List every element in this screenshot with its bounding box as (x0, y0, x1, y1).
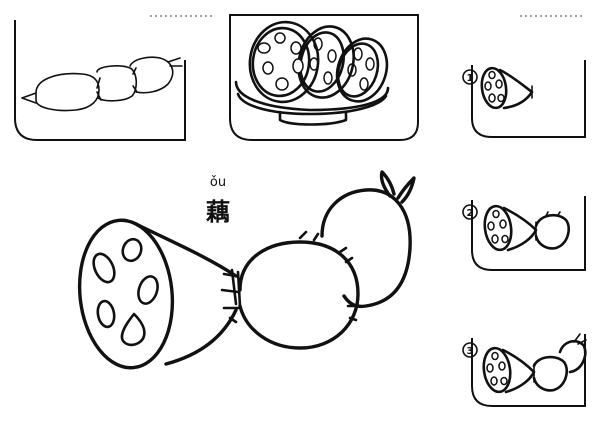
lotus-root-holes (92, 237, 159, 347)
lotus-root-joint (220, 268, 242, 324)
title-character: 藕 (205, 198, 230, 226)
step-3-lotus-three-segments-icon (482, 333, 587, 394)
step-number: 3 (467, 346, 474, 357)
panel-frame (471, 60, 586, 138)
lotus-slice-middle-icon (297, 25, 355, 99)
lotus-slice-front-icon (248, 20, 320, 104)
lotus-root-cut-face (77, 218, 175, 370)
main-lotus-root-drawing (77, 170, 416, 370)
step-2-lotus-two-segments-icon (483, 204, 570, 252)
step-panel-1: 1 (462, 60, 586, 138)
reference-panel-sliced-root (229, 14, 419, 141)
plate-icon (234, 80, 390, 126)
whole-root-small-icon (21, 56, 183, 112)
step-number-badge: 3 (462, 342, 478, 358)
lotus-root-segment-far (320, 170, 416, 309)
step-panel-2: 2 (462, 196, 586, 271)
step-number-badge: 2 (462, 204, 478, 220)
step-number: 1 (467, 73, 474, 84)
step-number-badge: 1 (462, 69, 478, 85)
step-number: 2 (467, 208, 474, 219)
lotus-root-segment-middle (238, 230, 360, 350)
title-pinyin: ǒu (210, 175, 226, 190)
panel-frame (14, 20, 186, 141)
reference-panel-whole-root (14, 20, 186, 141)
panel-frame (471, 334, 586, 407)
step-1-lotus-end-icon (480, 66, 534, 110)
lotus-root-segment-near (77, 218, 238, 370)
step-panel-3: 3 (462, 333, 587, 407)
title-block: ǒu 藕 (205, 175, 230, 226)
panel-frame (229, 14, 419, 141)
panel-frame (471, 196, 586, 271)
